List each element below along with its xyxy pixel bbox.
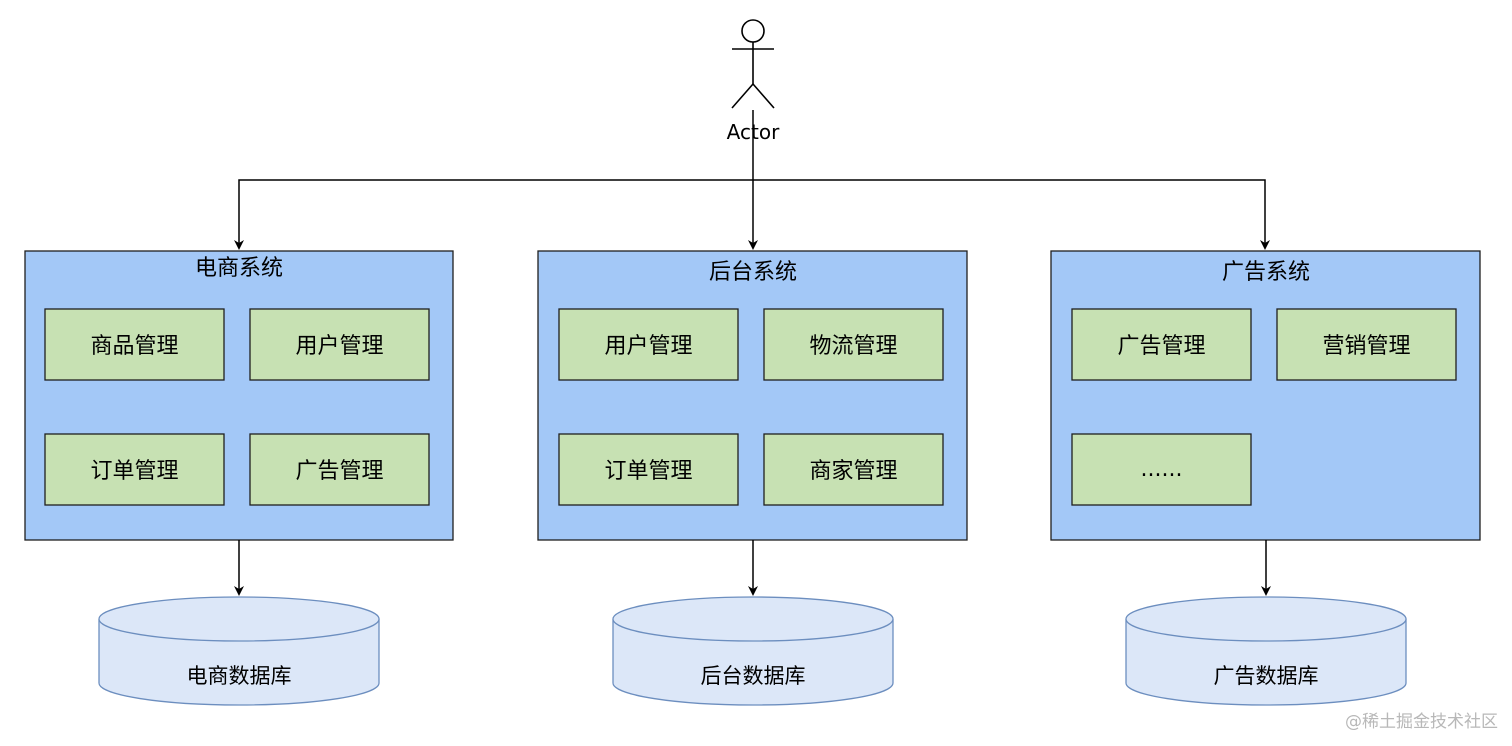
module-label: 营销管理: [1322, 334, 1410, 359]
module-label: 订单管理: [90, 459, 178, 484]
module-box: [249, 433, 430, 506]
database-top: [98, 596, 380, 642]
database-label: 广告数据库: [1214, 664, 1319, 688]
system-title: 后台系统: [709, 260, 797, 285]
database-top: [1125, 596, 1407, 642]
database-ecommerce: 电商数据库: [98, 596, 380, 706]
module-label: 用户管理: [295, 334, 383, 359]
module-label: 订单管理: [604, 459, 692, 484]
module-box: [763, 308, 944, 381]
database-backend: 后台数据库: [612, 596, 894, 706]
system-backend: 后台系统 用户管理 物流管理 订单管理 商家管理: [537, 250, 968, 541]
module-label: 广告管理: [1117, 334, 1205, 359]
module-box: [44, 308, 225, 381]
module-box: [44, 433, 225, 506]
module-label: 物流管理: [809, 334, 897, 359]
module-box: [558, 308, 739, 381]
database-body: [612, 619, 894, 706]
module-label: 用户管理: [604, 334, 692, 359]
module-box: [558, 433, 739, 506]
actor-connectors: [234, 110, 1270, 250]
module-box: [249, 308, 430, 381]
system-advertising: 广告系统 广告管理 营销管理 ......: [1050, 250, 1481, 541]
module-label: 商品管理: [90, 334, 178, 359]
system-title: 电商系统: [195, 256, 283, 281]
database-body: [1125, 619, 1407, 706]
database-label: 电商数据库: [187, 664, 292, 688]
module-box: [1276, 308, 1457, 381]
database-top: [612, 596, 894, 642]
connector-actor-to-system-1: [234, 110, 754, 250]
actor-right-leg: [752, 83, 775, 109]
module-label: 商家管理: [809, 459, 897, 484]
database-label: 后台数据库: [701, 664, 806, 688]
connector-actor-to-system-3: [753, 179, 1270, 250]
database-connectors: [234, 540, 1271, 596]
module-box: [1071, 433, 1252, 506]
actor-head: [741, 19, 765, 43]
database-advertising: 广告数据库: [1125, 596, 1407, 706]
system-title: 广告系统: [1222, 260, 1310, 285]
module-box: [763, 433, 944, 506]
module-label: 广告管理: [295, 459, 383, 484]
watermark-text: @稀土掘金技术社区: [1345, 712, 1498, 732]
module-box: [1071, 308, 1252, 381]
module-label: ......: [1141, 457, 1183, 482]
database-body: [98, 619, 380, 706]
system-ecommerce: 电商系统 商品管理 用户管理 订单管理 广告管理: [24, 250, 454, 541]
actor-left-leg: [731, 83, 754, 109]
